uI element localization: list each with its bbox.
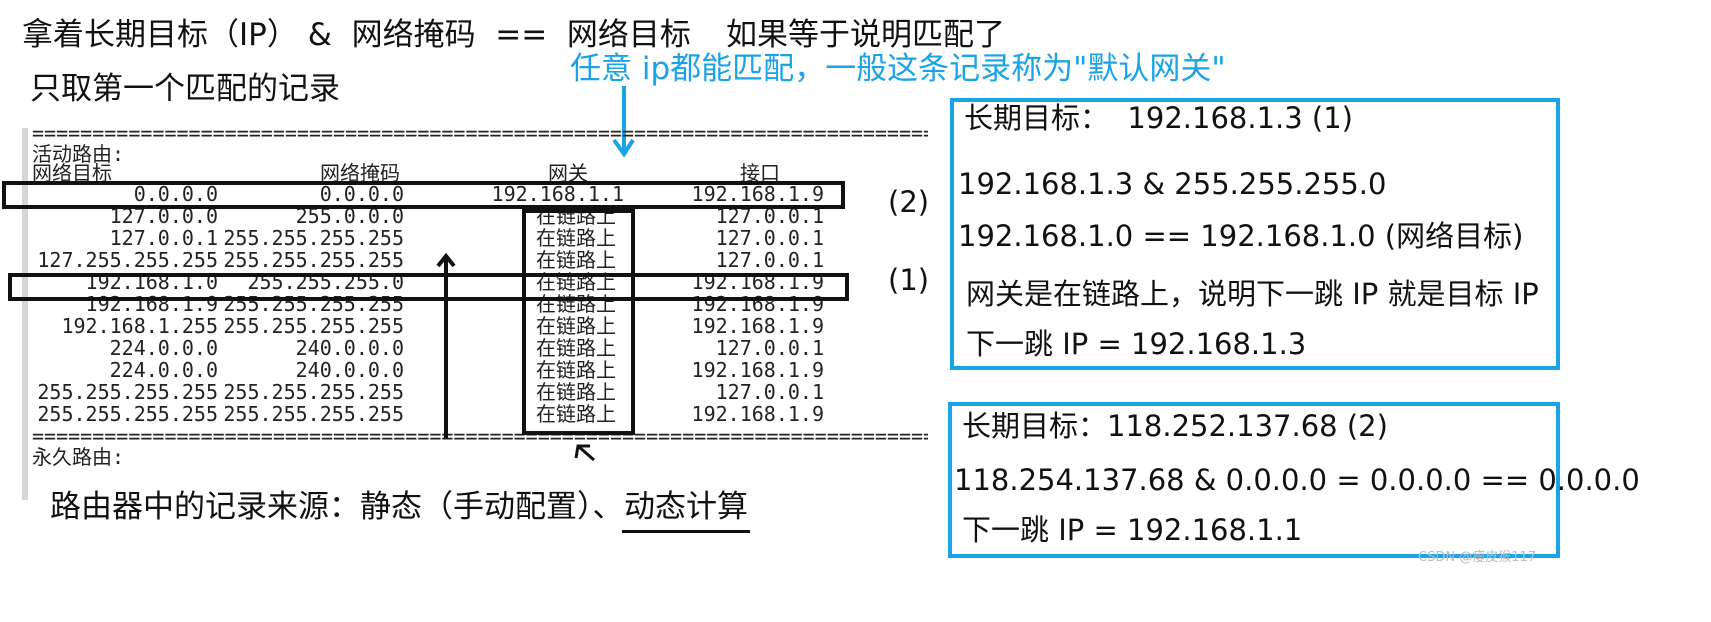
table-cell: 192.168.1.9 [691, 402, 824, 426]
table-cell: 192.168.1.9 [691, 358, 824, 382]
bottom-text: 路由器中的记录来源：静态（手动配置）、 [50, 489, 624, 525]
table-cell: 255.255.255.255 [223, 226, 404, 250]
table-cell: 255.255.255.255 [223, 314, 404, 338]
table-cell: 0.0.0.0 [319, 182, 404, 206]
box1-line4: 网关是在链路上，说明下一跳 IP 就是目标 IP [966, 277, 1539, 311]
marker-1: (1) [888, 263, 930, 297]
footer-title: 永久路由: [32, 445, 125, 469]
table-cell: 240.0.0.0 [295, 358, 404, 382]
header-line2: 只取第一个匹配的记录 [30, 71, 340, 107]
table-cell: 127.0.0.1 [715, 380, 824, 404]
header-line1-right: 如果等于说明匹配了 [726, 17, 1005, 53]
watermark: CSDN @瘦皮猴117 [1418, 550, 1537, 565]
box2-line3: 下一跳 IP = 192.168.1.1 [962, 513, 1303, 547]
table-cell: 在链路上 [536, 248, 616, 272]
box1-line5: 下一跳 IP = 192.168.1.3 [966, 327, 1307, 361]
box2-line2: 118.254.137.68 & 0.0.0.0 = 0.0.0.0 == 0.… [954, 463, 1640, 497]
box1-line1: 长期目标： 192.168.1.3 (1) [964, 101, 1353, 135]
explanation-box-1 [950, 98, 1560, 370]
table-cell: 0.0.0.0 [133, 182, 218, 206]
separator-bottom: ========================================… [32, 425, 928, 448]
default-route-box [2, 181, 845, 209]
section-title: 活动路由: [32, 142, 125, 166]
column-header-1: 网络掩码 [320, 161, 400, 185]
table-cell: 127.0.0.1 [715, 336, 824, 360]
bottom-text-underlined: 动态计算 [624, 489, 748, 525]
explanation-box-2 [948, 402, 1560, 558]
table-cell: 在链路上 [536, 402, 616, 426]
column-header-3: 接口 [740, 161, 780, 185]
blue-arrow-down-icon [612, 86, 635, 158]
small-arrow-icon [574, 444, 595, 462]
marker-2: (2) [888, 185, 930, 219]
table-cell: 192.168.1.9 [691, 182, 824, 206]
table-cell: 127.0.0.1 [715, 248, 824, 272]
table-cell: 192.168.1.255 [61, 314, 218, 338]
box2-line1: 长期目标：118.252.137.68 (2) [962, 409, 1388, 443]
table-cell: 127.255.255.255 [37, 248, 218, 272]
table-cell: 127.0.0.1 [109, 226, 218, 250]
table-cell: 224.0.0.0 [109, 336, 218, 360]
table-cell: 224.0.0.0 [109, 358, 218, 382]
separator-top: ========================================… [32, 128, 928, 145]
box1-line2: 192.168.1.3 & 255.255.255.0 [958, 167, 1387, 201]
table-cell: 255.255.255.255 [37, 402, 218, 426]
blue-annotation: 任意 ip都能匹配，一般这条记录称为"默认网关" [570, 51, 1226, 87]
column-header-0: 网络目标 [32, 161, 112, 185]
subnet-route-box [8, 273, 849, 301]
table-cell: 255.255.255.255 [223, 248, 404, 272]
table-row: 0.0.0.0 0.0.0.0 192.168.1.1 192.168.1.9 [28, 182, 928, 207]
table-cell: 192.168.1.9 [691, 314, 824, 338]
table-cell: 255.255.255.255 [223, 402, 404, 426]
table-cell: 240.0.0.0 [295, 336, 404, 360]
box1-line3: 192.168.1.0 == 192.168.1.0 (网络目标) [958, 219, 1524, 253]
black-arrow-up-icon [436, 252, 456, 438]
table-cell: 127.0.0.1 [715, 226, 824, 250]
header-line1-left: 拿着长期目标（IP） & 网络掩码 == 网络目标 [22, 17, 691, 53]
table-cell: 255.255.255.255 [223, 380, 404, 404]
table-cell: 在链路上 [536, 358, 616, 382]
column-header-2: 网关 [548, 161, 588, 185]
table-cell: 255.255.255.255 [37, 380, 218, 404]
underline-mark [622, 530, 750, 533]
table-cell: 127.0.0.1 [715, 204, 824, 228]
table-row: 224.0.0.0 240.0.0.0 在链路上 192.168.1.9 [28, 358, 928, 383]
table-cell: 在链路上 [536, 226, 616, 250]
table-cell: 127.0.0.0 [109, 204, 218, 228]
table-row: 224.0.0.0 240.0.0.0 在链路上 127.0.0.1 [28, 336, 928, 361]
table-cell: 在链路上 [536, 314, 616, 338]
table-cell: 192.168.1.1 [491, 182, 624, 206]
table-cell: 在链路上 [536, 336, 616, 360]
on-link-column-box [522, 209, 635, 435]
table-cell: 255.0.0.0 [295, 204, 404, 228]
table-cell: 在链路上 [536, 380, 616, 404]
